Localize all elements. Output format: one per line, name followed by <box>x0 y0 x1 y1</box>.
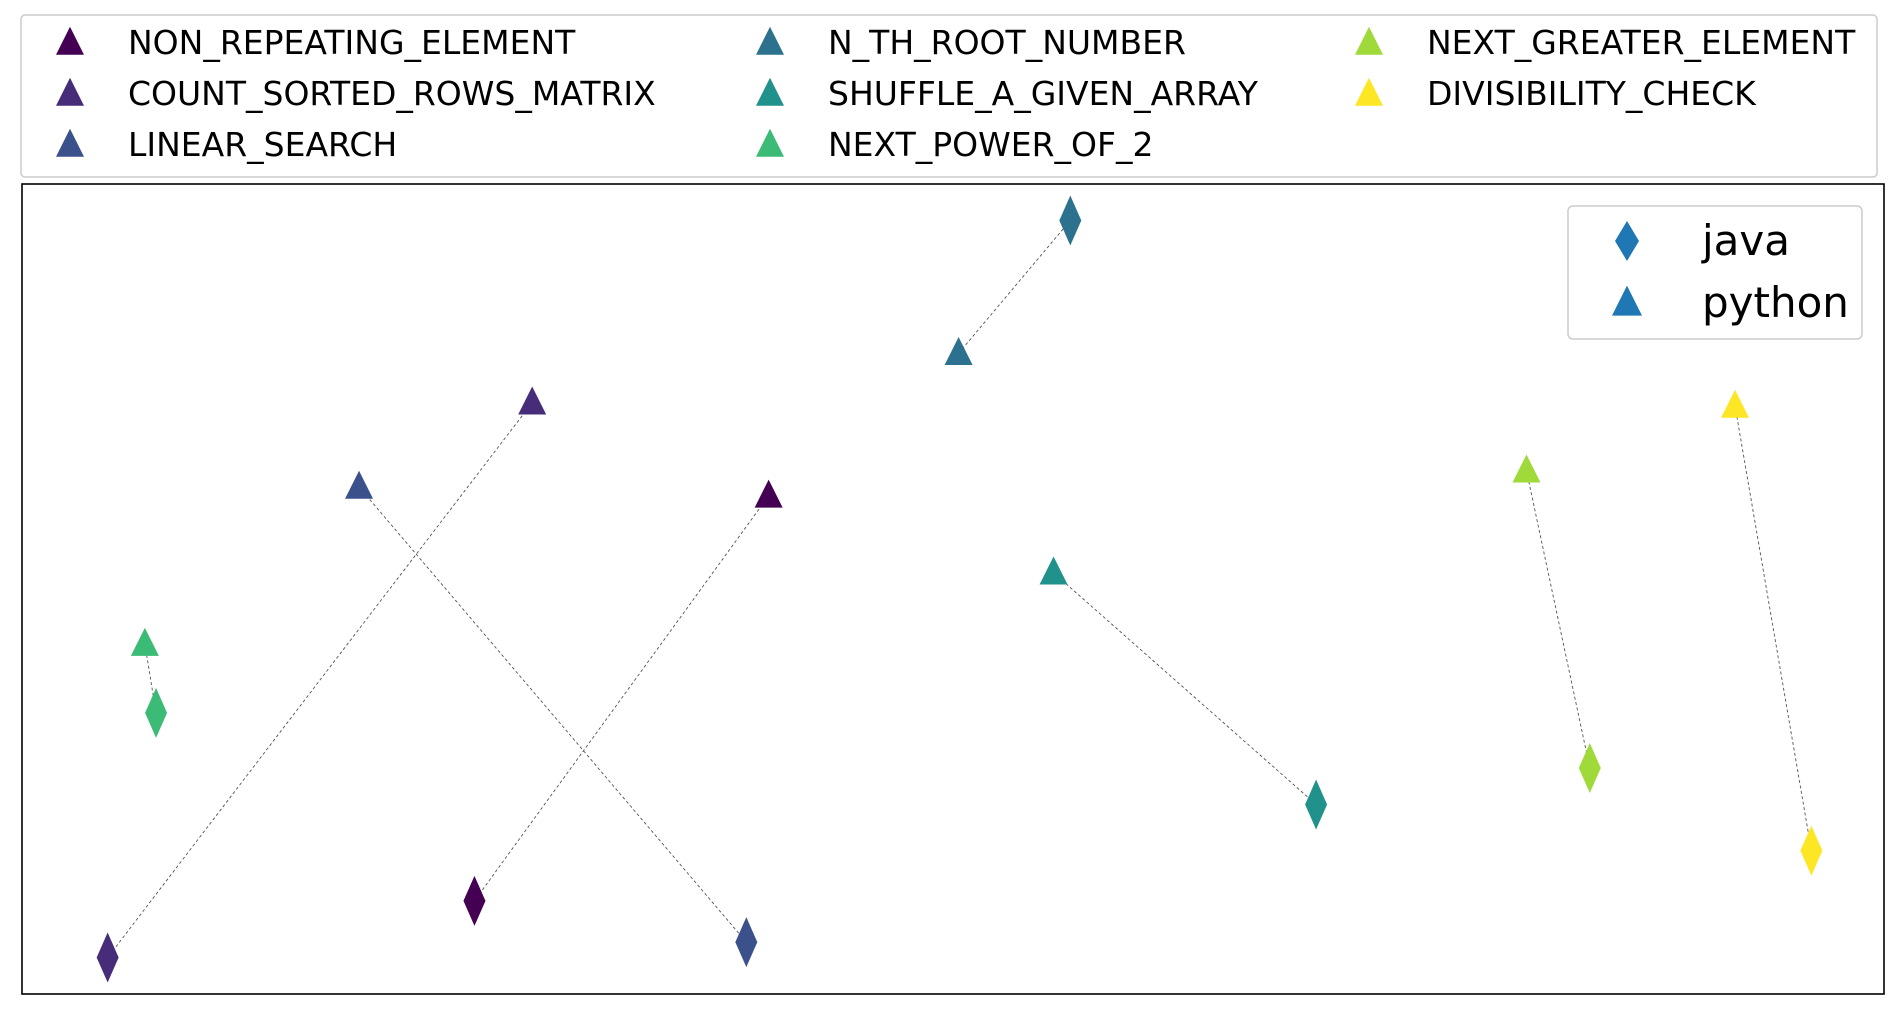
connector-line-linear-search <box>358 486 747 943</box>
legend-marker-non-repeating-element <box>56 26 84 55</box>
legend-python-triangle-icon <box>1612 285 1642 316</box>
legend-java-diamond-icon <box>1615 221 1639 261</box>
java-point-n-th-root-number <box>1059 195 1082 246</box>
legend-marker-count-sorted-rows-matrix <box>56 77 84 106</box>
legend-marker-divisibility-check <box>1355 77 1383 106</box>
python-point-divisibility-check <box>1721 389 1750 418</box>
java-point-divisibility-check <box>1800 825 1823 876</box>
java-point-next-power-of-2 <box>145 687 168 738</box>
legend-marker-n-th-root-number <box>756 26 784 55</box>
legend-label-linear-search: LINEAR_SEARCH <box>128 125 397 164</box>
language-legend: java python <box>1567 205 1863 340</box>
legend-label-non-repeating-element: NON_REPEATING_ELEMENT <box>128 23 576 62</box>
task-legend-frame <box>20 14 1878 178</box>
task-legend: NON_REPEATING_ELEMENT COUNT_SORTED_ROWS_M… <box>20 14 1878 178</box>
connector-line-shuffle-a-given-array <box>1053 572 1317 805</box>
connector-line-n-th-root-number <box>958 220 1071 354</box>
python-point-n-th-root-number <box>944 337 973 366</box>
java-point-linear-search <box>735 917 758 968</box>
python-point-non-repeating-element <box>754 479 783 508</box>
legend-label-n-th-root-number: N_TH_ROOT_NUMBER <box>828 23 1186 62</box>
legend-label-next-power-of-2: NEXT_POWER_OF_2 <box>828 125 1153 164</box>
python-point-shuffle-a-given-array <box>1039 556 1068 585</box>
java-point-count-sorted-rows-matrix <box>96 932 119 983</box>
java-point-next-greater-element <box>1578 743 1601 794</box>
python-point-count-sorted-rows-matrix <box>518 386 547 415</box>
java-point-shuffle-a-given-array <box>1305 779 1328 830</box>
legend-label-java: java <box>1701 216 1790 265</box>
language-legend-frame <box>1567 205 1863 340</box>
data-points <box>96 195 1823 983</box>
legend-label-divisibility-check: DIVISIBILITY_CHECK <box>1427 74 1757 113</box>
legend-label-python: python <box>1702 278 1849 327</box>
connector-line-non-repeating-element <box>474 495 770 902</box>
legend-label-count-sorted-rows-matrix: COUNT_SORTED_ROWS_MATRIX <box>128 74 656 113</box>
legend-label-shuffle-a-given-array: SHUFFLE_A_GIVEN_ARRAY <box>828 74 1259 113</box>
legend-marker-shuffle-a-given-array <box>756 77 784 106</box>
connector-lines <box>107 220 1812 958</box>
connector-line-count-sorted-rows-matrix <box>107 402 533 958</box>
python-point-next-power-of-2 <box>130 627 159 656</box>
connector-line-divisibility-check <box>1734 405 1812 851</box>
legend-marker-next-greater-element <box>1355 26 1383 55</box>
legend-label-next-greater-element: NEXT_GREATER_ELEMENT <box>1427 23 1856 62</box>
connector-line-next-greater-element <box>1526 470 1591 769</box>
java-point-non-repeating-element <box>463 875 486 926</box>
legend-marker-linear-search <box>56 128 84 157</box>
python-point-linear-search <box>345 470 374 499</box>
python-point-next-greater-element <box>1512 454 1541 483</box>
legend-marker-next-power-of-2 <box>756 128 784 157</box>
